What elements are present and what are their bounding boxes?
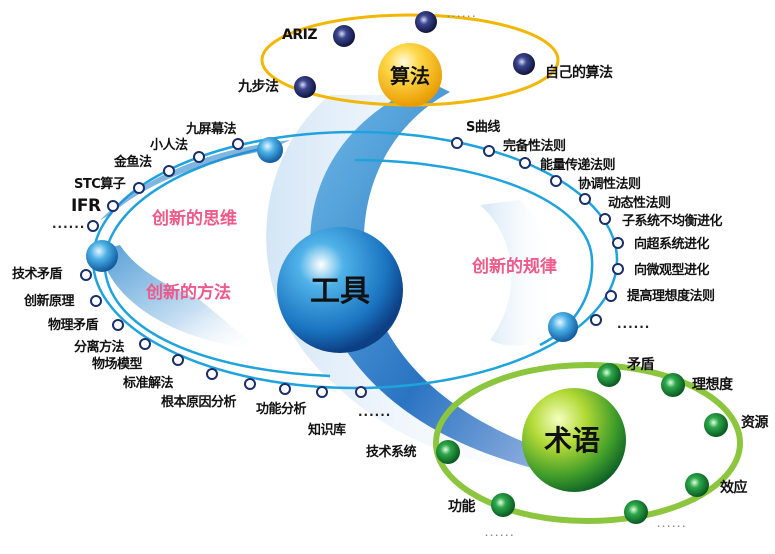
terms-item-effect: 效应: [720, 480, 748, 496]
law-item-9: ......: [617, 317, 651, 331]
thinking-item-0: 九屏幕法: [186, 122, 237, 137]
method-item-1: 创新原理: [24, 294, 75, 309]
algorithm-item-own: 自己的算法: [545, 65, 613, 81]
category-thinking: 创新的思维: [152, 209, 237, 229]
method-item-0: 技术矛盾: [12, 267, 63, 282]
terms-item-ideality: 理想度: [692, 377, 733, 393]
law-item-5: 子系统不均衡进化: [622, 214, 723, 229]
thinking-item-5: ......: [52, 217, 86, 231]
method-item-3: 分离方法: [74, 340, 125, 355]
terms-node-bottom: [624, 500, 648, 524]
main-swoosh-band: [310, 82, 560, 470]
method-nodes: [80, 269, 367, 398]
algorithm-item-nine-step: 九步法: [238, 79, 279, 95]
terms-hub-sphere: [522, 388, 626, 492]
ring-sphere-right: [548, 312, 578, 342]
category-law: 创新的规律: [472, 257, 557, 277]
tools-hub-sphere: [277, 227, 403, 353]
law-nodes: [451, 137, 624, 326]
law-item-1: 完备性法则: [503, 139, 566, 154]
algorithm-node-ariz: [333, 25, 355, 47]
law-item-7: 向微观型进化: [634, 263, 710, 278]
method-item-6: 根本原因分析: [161, 395, 237, 410]
terms-item-tech-system: 技术系统: [366, 445, 417, 460]
category-method: 创新的方法: [146, 283, 231, 303]
thinking-nodes: [87, 138, 244, 232]
method-item-4: 物场模型: [92, 357, 143, 372]
method-item-7: 功能分析: [256, 402, 307, 417]
thinking-item-1: 小人法: [150, 138, 188, 153]
law-item-4: 动态性法则: [608, 196, 671, 211]
law-item-0: S曲线: [466, 120, 500, 135]
terms-hub-label: 术语: [543, 424, 601, 457]
terms-item-more-1: ......: [485, 529, 516, 538]
algorithm-hub-label: 算法: [390, 64, 430, 88]
ring-sphere-top: [257, 137, 283, 163]
tools-hub-label: 工具: [310, 274, 370, 309]
method-item-9: ......: [358, 405, 392, 419]
thinking-item-2: 金鱼法: [114, 155, 152, 170]
law-item-2: 能量传递法则: [540, 158, 616, 173]
ring-sphere-left: [86, 240, 118, 272]
terms-node-resource: [704, 413, 728, 437]
law-item-8: 提高理想度法则: [627, 289, 715, 304]
terms-ring: [433, 362, 743, 524]
thinking-item-3: STC算子: [74, 177, 126, 192]
terms-item-resource: 资源: [741, 415, 769, 431]
law-item-3: 协调性法则: [578, 177, 641, 192]
terms-node-ideality: [661, 373, 685, 397]
algorithm-hub-sphere: [378, 43, 442, 107]
terms-item-function: 功能: [448, 499, 476, 515]
method-item-5: 标准解法: [123, 376, 174, 391]
method-item-8: 知识库: [308, 423, 346, 438]
law-item-6: 向超系统进化: [634, 237, 710, 252]
algorithm-node-own: [513, 53, 535, 75]
algorithm-node-top: [415, 11, 437, 33]
left-band-fill: [100, 245, 260, 350]
method-item-2: 物理矛盾: [48, 318, 99, 333]
thinking-item-4: IFR: [71, 196, 101, 216]
terms-item-contradiction: 矛盾: [627, 357, 655, 373]
algorithm-node-nine-step: [294, 76, 316, 98]
terms-node-function: [491, 493, 515, 517]
algorithm-item-more: ......: [447, 10, 478, 19]
algorithm-item-ariz: ARIZ: [282, 27, 317, 43]
terms-node-effect: [685, 473, 709, 497]
terms-item-more-2: ......: [657, 520, 688, 529]
terms-node-tech-system: [436, 440, 460, 464]
right-band-fill: [480, 200, 556, 346]
terms-node-contradiction: [597, 363, 621, 387]
